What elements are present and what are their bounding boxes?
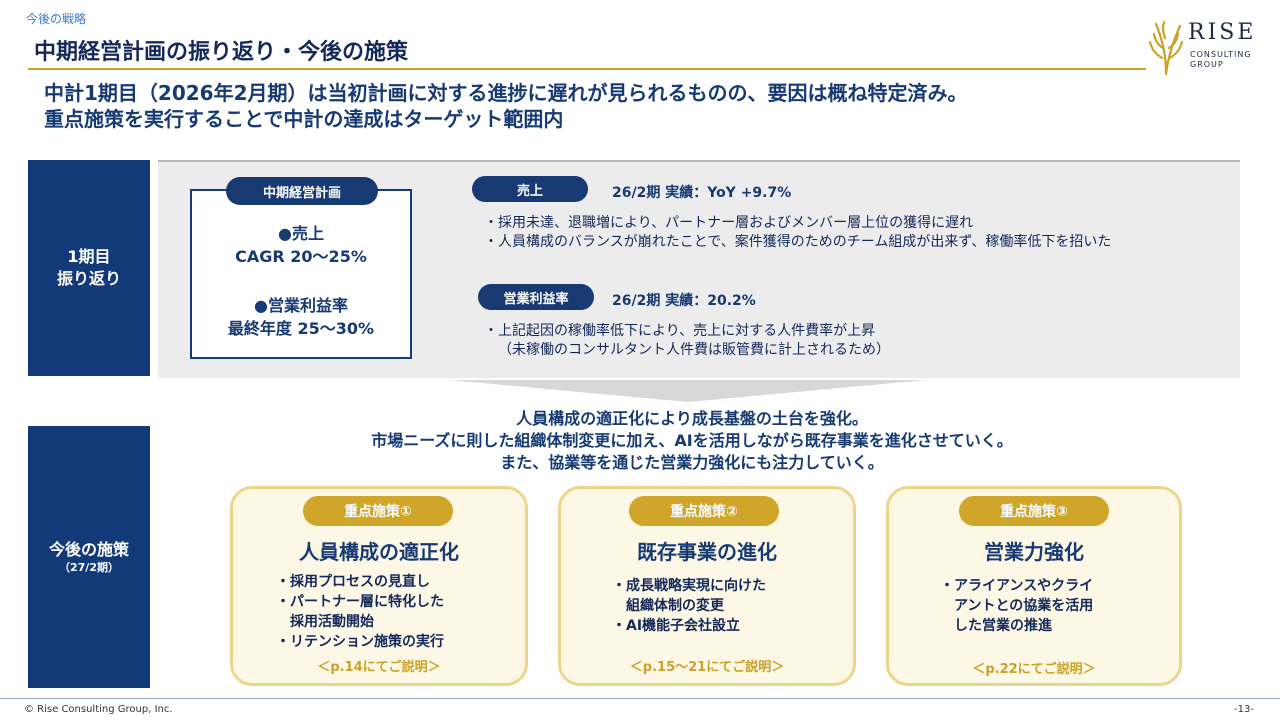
review-label-block: 1期目 振り返り [28,160,150,376]
sales-bullets: ・採用未達、退職増により、パートナー層およびメンバー層上位の獲得に遅れ ・人員構… [484,214,1111,252]
bullet-item: ・上記起因の稼働率低下により、売上に対する人件費率が上昇 [484,323,876,339]
headline-line: 重点施策を実行することで中計の達成はターゲット範囲内 [44,107,564,131]
plan-margin-value: 最終年度 25～30% [227,319,375,338]
sales-pill: 売上 [472,176,588,202]
headline: 中計1期目（2026年2月期）は当初計画に対する進捗に遅れが見られるものの、要因… [44,80,968,132]
company-logo: RISE CONSULTING GROUP [1146,18,1266,80]
policy-title: 既存事業の進化 [637,540,777,564]
footer-divider [0,698,1280,699]
logo-subtext: CONSULTING [1190,50,1252,59]
bullet-item: ・アライアンスやクライ [940,578,1094,594]
logo-wordmark: RISE [1188,20,1257,45]
policy-title: 人員構成の適正化 [299,540,459,564]
bullet-item: ・パートナー層に特化した [276,594,444,610]
policy-title: 営業力強化 [984,540,1084,564]
rise-laurel-icon [1148,20,1184,76]
page-reference: ＜p.22にてご説明＞ [972,662,1096,677]
page-reference: ＜p.14にてご説明＞ [317,660,441,675]
bullet-item: ・成長戦略実現に向けた [612,578,766,594]
plan-sales: ●売上 CAGR 20～25% [196,222,406,268]
margin-bullets: ・上記起因の稼働率低下により、売上に対する人件費率が上昇 （未稼働のコンサルタン… [484,322,890,360]
headline-line: 中計1期目（2026年2月期）は当初計画に対する進捗に遅れが見られるものの、要因… [44,81,968,105]
down-chevron-arrow [450,380,926,402]
bullet-item: した営業の推進 [940,618,1052,634]
bullet-item: ・採用未達、退職増により、パートナー層およびメンバー層上位の獲得に遅れ [484,215,974,231]
midterm-plan-box [190,189,412,359]
message-line: また、協業等を通じた営業力強化にも注力していく。 [500,453,884,472]
bullet-item: ・AI機能子会社設立 [612,618,741,634]
policy-bullets: ・成長戦略実現に向けた 組織体制の変更 ・AI機能子会社設立 [612,576,766,636]
review-label-line: 振り返り [56,269,121,288]
review-label-line: 1期目 [67,247,111,266]
future-label-line: 今後の施策 [48,540,129,559]
bullet-item: 組織体制の変更 [612,598,724,614]
plan-sales-label: ●売上 [278,224,324,243]
policy-bullets: ・採用プロセスの見直し ・パートナー層に特化した 採用活動開始 ・リテンション施… [276,572,444,652]
policy-pill: 重点施策③ [959,496,1109,526]
message-line: 市場ニーズに則した組織体制変更に加え、AIを活用しながら既存事業を進化させていく… [371,431,1013,450]
policy-pill: 重点施策② [629,496,779,526]
page-title: 中期経営計画の振り返り・今後の施策 [34,40,409,65]
plan-margin-label: ●営業利益率 [254,296,348,315]
policy-pill: 重点施策① [303,496,453,526]
margin-pill: 営業利益率 [478,284,594,310]
future-label-block: 今後の施策 （27/2期） [28,426,150,688]
midterm-plan-pill: 中期経営計画 [226,177,378,205]
bullet-item: アントとの協業を活用 [940,598,1094,614]
policy-bullets: ・アライアンスやクライ アントとの協業を活用 した営業の推進 [940,576,1093,636]
logo-subtext: GROUP [1190,60,1224,69]
bullet-item: （未稼働のコンサルタント人件費は販管費に計上されるため） [498,342,890,358]
page-number: -13- [1234,704,1254,715]
plan-sales-value: CAGR 20～25% [235,247,367,266]
page-reference: ＜p.15～21にてご説明＞ [629,660,785,675]
strategy-message: 人員構成の適正化により成長基盤の土台を強化。 市場ニーズに則した組織体制変更に加… [300,408,1084,474]
bullet-item: ・採用プロセスの見直し [276,574,430,590]
copyright: © Rise Consulting Group, Inc. [24,704,173,715]
plan-margin: ●営業利益率 最終年度 25～30% [196,294,406,340]
bullet-item: 採用活動開始 [276,614,374,630]
title-underline [28,68,1146,70]
section-label: 今後の戦略 [26,12,87,26]
bullet-item: ・リテンション施策の実行 [276,634,444,650]
bullet-item: ・人員構成のバランスが崩れたことで、案件獲得のためのチーム組成が出来ず、稼働率低… [484,234,1112,250]
margin-result: 26/2期 実績：20.2% [612,293,756,309]
message-line: 人員構成の適正化により成長基盤の土台を強化。 [516,409,868,428]
future-label-period: （27/2期） [59,561,119,574]
sales-result: 26/2期 実績：YoY +9.7% [612,185,792,201]
